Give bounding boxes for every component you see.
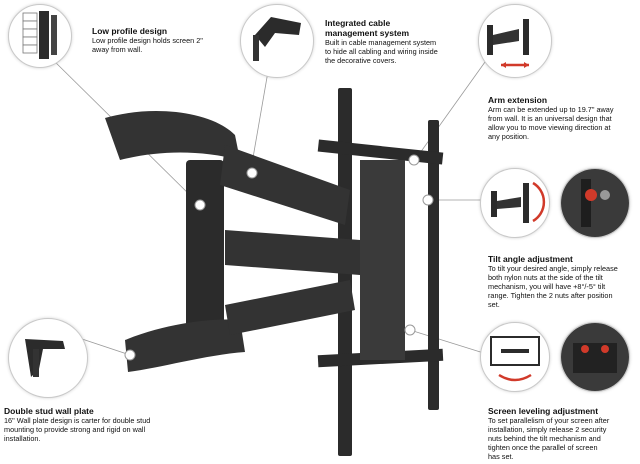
feature-desc-line: mounting to provide strong and rigid on … [4, 425, 146, 434]
feature-desc-line: tighten once the parallel of screen [488, 443, 598, 452]
feature-title: Tilt angle adjustment [488, 254, 573, 264]
tilt-detail-circle-2 [560, 168, 630, 238]
tilt-detail-circle-1 [480, 168, 550, 238]
feature-desc-line: Built in cable management system [325, 38, 437, 47]
feature-double-stud: Double stud wall plate 16" Wall plate de… [4, 406, 204, 443]
feature-arm-extension: Arm extension Arm can be extended up to … [488, 95, 638, 141]
leveling-detail-circle-1 [480, 322, 550, 392]
feature-desc-line: to hide all cabling and wiring inside [325, 47, 438, 56]
leveling-detail-circle-2 [560, 322, 630, 392]
low-profile-detail-circle [8, 4, 72, 68]
feature-title: Double stud wall plate [4, 406, 94, 416]
cable-cover-icon [253, 17, 301, 61]
feature-desc-line: allow you to move viewing direction at [488, 123, 611, 132]
feature-desc-line: the decorative covers. [325, 56, 397, 65]
feature-desc-line: mechanism, you will have +8°/-5° tilt [488, 282, 606, 291]
cable-detail-circle [240, 4, 314, 78]
feature-desc-line: installation. [4, 434, 41, 443]
tilt-nut-icon [561, 169, 629, 237]
brick-wall-icon [22, 11, 57, 59]
feature-desc-line: Arm can be extended up to 19.7" away [488, 105, 614, 114]
feature-desc-line: both nylon nuts at the side of the tilt [488, 273, 603, 282]
feature-desc-line: 16" Wall plate design is carter for doub… [4, 416, 151, 425]
feature-desc-line: nuts behind the tilt mechanism and [488, 434, 601, 443]
feature-desc-line: To tilt your desired angle, simply relea… [488, 264, 618, 273]
arm-extension-detail-circle [478, 4, 552, 78]
security-nut-icon [561, 323, 629, 391]
feature-desc-line: range. Tighten the 2 nuts after position [488, 291, 613, 300]
feature-desc-line: Low profile design holds screen 2" [92, 36, 203, 45]
feature-desc-line: away from wall. [92, 45, 143, 54]
articulating-arms [105, 111, 360, 372]
feature-desc-line: To set parallelism of your screen after [488, 416, 610, 425]
feature-tilt-angle: Tilt angle adjustment To tilt your desir… [488, 254, 638, 309]
feature-title: Arm extension [488, 95, 548, 105]
feature-desc-line: installation, simply release 2 security [488, 425, 607, 434]
feature-low-profile: Low profile design Low profile design ho… [92, 26, 232, 54]
feature-title: Screen leveling adjustment [488, 406, 599, 416]
feature-title-line: management system [325, 28, 410, 38]
feature-desc-line: any position. [488, 132, 529, 141]
feature-desc-line: from wall. It is an universal design tha… [488, 114, 612, 123]
feature-title: Low profile design [92, 26, 168, 36]
feature-desc-line: has set. [488, 452, 514, 461]
feature-screen-leveling: Screen leveling adjustment To set parall… [488, 406, 638, 461]
stud-wall-plate-detail-circle [8, 318, 88, 398]
wall-plate-icon [25, 339, 65, 377]
leveling-icon [490, 336, 540, 382]
wall-plate [186, 160, 224, 330]
tilt-mechanism-icon [491, 181, 546, 223]
arm-extension-icon [487, 19, 529, 68]
feature-title-line: Integrated cable [325, 18, 391, 28]
feature-desc-line: set. [488, 300, 500, 309]
feature-cable-management: Integrated cable management system Built… [325, 18, 475, 65]
